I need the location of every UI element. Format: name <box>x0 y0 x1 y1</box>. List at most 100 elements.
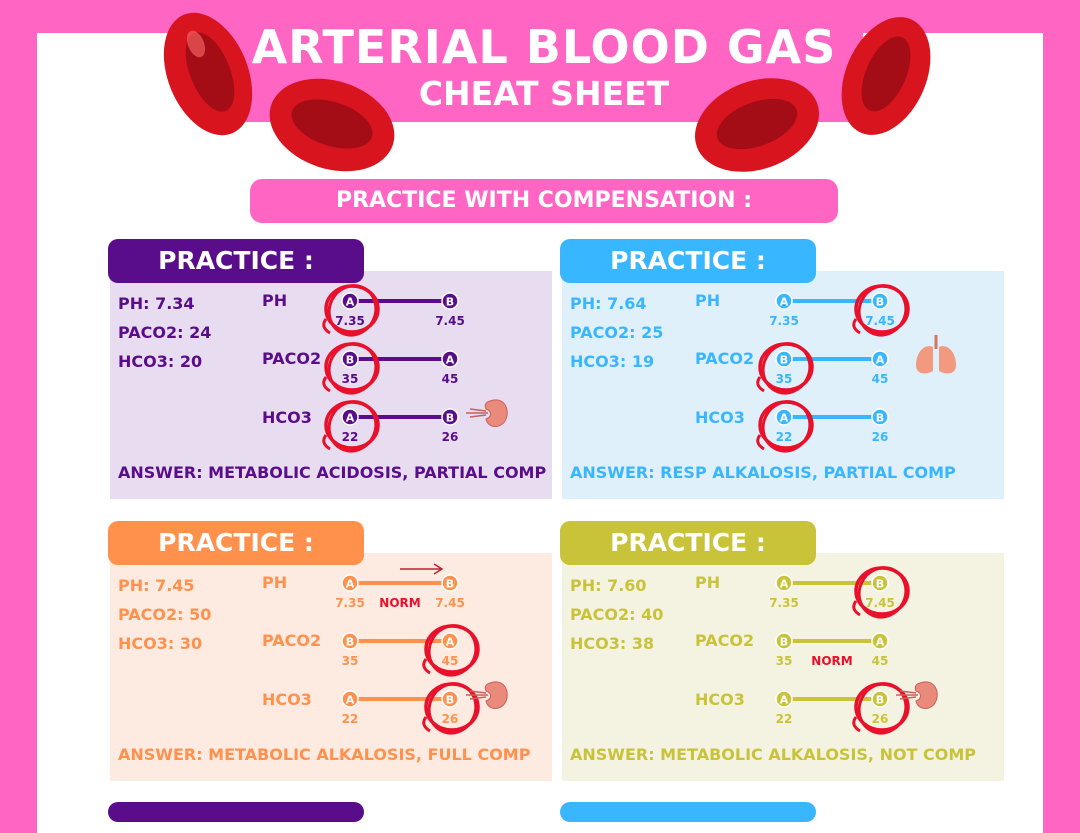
paco2-label: PACO2 <box>695 631 755 650</box>
next-practice-tab-right <box>560 802 816 822</box>
given-values: PH: 7.60 PACO2: 40 HCO3: 38 <box>570 571 663 658</box>
scale-node-letter: B <box>876 694 884 707</box>
hco3-value: HCO3: 38 <box>570 634 655 653</box>
scale-node-value: 7.35 <box>335 314 365 328</box>
answer-text: ANSWER: METABOLIC ALKALOSIS, NOT COMP <box>570 745 977 764</box>
scale-node-letter: A <box>346 412 355 425</box>
hco3-label: HCO3 <box>262 690 312 709</box>
hco3-label: HCO3 <box>262 408 312 427</box>
norm-note: NORM <box>379 596 420 610</box>
scale-node-letter: B <box>876 412 884 425</box>
answer-text: ANSWER: METABOLIC ACIDOSIS, PARTIAL COMP <box>118 463 547 482</box>
scale-node-letter: B <box>446 578 454 591</box>
scale-node-letter: B <box>446 694 454 707</box>
scale-node-value: 7.35 <box>769 314 799 328</box>
scale-node-value: 45 <box>872 372 889 386</box>
scale-node-value: 26 <box>442 430 459 444</box>
scale-node <box>341 690 359 708</box>
scale-node <box>341 292 359 310</box>
red-blood-cell-icon <box>695 78 819 172</box>
scale-node <box>775 408 793 426</box>
scale-node <box>871 408 889 426</box>
scale-node-value: 7.45 <box>435 314 465 328</box>
norm-note: NORM <box>811 654 852 668</box>
practice-card: PRACTICE : PH: 7.34 PACO2: 24 HCO3: 20 P… <box>108 239 552 499</box>
scale-node <box>441 292 459 310</box>
scale-node-value: 7.45 <box>865 314 895 328</box>
scale-node-letter: B <box>346 636 354 649</box>
scale-node-letter: A <box>446 354 455 367</box>
scale-node <box>441 690 459 708</box>
red-circle-highlight <box>322 400 380 453</box>
scale-node <box>441 350 459 368</box>
practice-tab: PRACTICE : <box>108 239 364 283</box>
scale-node-letter: A <box>780 694 789 707</box>
given-values: PH: 7.34 PACO2: 24 HCO3: 20 <box>118 289 211 376</box>
scale-node <box>341 574 359 592</box>
scale-node-letter: B <box>346 354 354 367</box>
red-blood-cell-icon <box>841 17 931 135</box>
scale-node-letter: B <box>780 636 788 649</box>
scale-node-value: 35 <box>776 372 793 386</box>
scale-node-value: 7.45 <box>865 596 895 610</box>
red-circle-highlight <box>756 400 814 453</box>
ph-label: PH <box>695 291 721 310</box>
red-circle-highlight <box>322 342 380 395</box>
scale-node-value: 45 <box>442 654 459 668</box>
red-circle-highlight <box>756 342 814 395</box>
practice-tab: PRACTICE : <box>560 521 816 565</box>
scale-node-letter: A <box>346 694 355 707</box>
hco3-value: HCO3: 19 <box>570 352 655 371</box>
scale-node-letter: A <box>346 296 355 309</box>
scale-node <box>871 574 889 592</box>
scale-node-value: 26 <box>872 712 889 726</box>
red-blood-cell-icon <box>163 12 253 136</box>
red-circle-highlight <box>852 284 910 337</box>
practice-card: PRACTICE : PH: 7.64 PACO2: 25 HCO3: 19 P… <box>560 239 1004 499</box>
paco2-value: PACO2: 25 <box>570 323 664 342</box>
ph-value: PH: 7.64 <box>570 294 647 313</box>
ph-value: PH: 7.45 <box>118 576 195 595</box>
scale-node-value: 7.35 <box>769 596 799 610</box>
given-values: PH: 7.45 PACO2: 50 HCO3: 30 <box>118 571 211 658</box>
scale-node-letter: B <box>446 296 454 309</box>
given-values: PH: 7.64 PACO2: 25 HCO3: 19 <box>570 289 663 376</box>
kidney-icon <box>896 681 938 709</box>
scale-node <box>441 632 459 650</box>
practice-card: PRACTICE : PH: 7.45 PACO2: 50 HCO3: 30 P… <box>108 521 552 781</box>
scale-node-value: 26 <box>442 712 459 726</box>
scale-node <box>775 292 793 310</box>
kidney-icon <box>466 681 508 709</box>
scale-node-value: 22 <box>776 430 793 444</box>
scale-node-letter: B <box>876 296 884 309</box>
answer-text: ANSWER: RESP ALKALOSIS, PARTIAL COMP <box>570 463 956 482</box>
scale-node <box>871 690 889 708</box>
scale-node <box>775 690 793 708</box>
paco2-value: PACO2: 24 <box>118 323 212 342</box>
paco2-value: PACO2: 40 <box>570 605 664 624</box>
page-title: ARTERIAL BLOOD GAS <box>251 20 837 74</box>
scale-node-value: 45 <box>442 372 459 386</box>
next-practice-tab-left <box>108 802 364 822</box>
scale-node-letter: B <box>876 578 884 591</box>
hco3-value: HCO3: 30 <box>118 634 203 653</box>
ph-label: PH <box>262 291 288 310</box>
scale-node-letter: A <box>446 636 455 649</box>
paco2-value: PACO2: 50 <box>118 605 212 624</box>
section-heading: PRACTICE WITH COMPENSATION : <box>250 179 838 223</box>
red-circle-highlight <box>852 682 910 735</box>
scale-node-letter: A <box>780 412 789 425</box>
scale-node-value: 35 <box>776 654 793 668</box>
scale-node-letter: A <box>780 296 789 309</box>
ph-value: PH: 7.60 <box>570 576 647 595</box>
paco2-label: PACO2 <box>695 349 755 368</box>
practice-tab: PRACTICE : <box>108 521 364 565</box>
red-circle-highlight <box>322 284 380 337</box>
kidney-icon <box>466 399 508 427</box>
ph-label: PH <box>695 573 721 592</box>
scale-node <box>441 408 459 426</box>
scale-node-letter: A <box>876 636 885 649</box>
